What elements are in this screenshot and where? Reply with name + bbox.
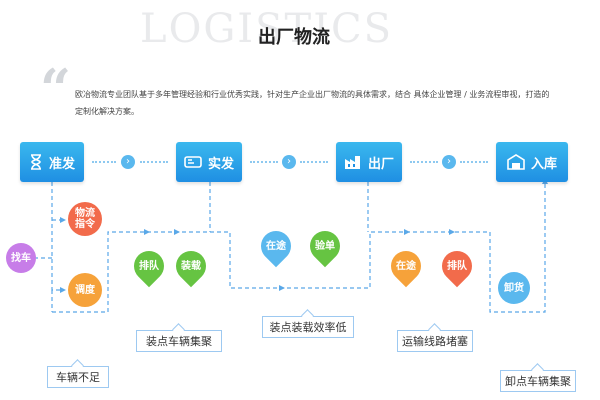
factory-icon (344, 156, 360, 169)
stage-connector (92, 161, 116, 165)
stage-label: 入库 (530, 156, 557, 172)
node-paidui-1: 排队 (127, 244, 171, 288)
node-zhuangzai: 装载 (169, 244, 213, 288)
node-zaitu-1: 在途 (254, 224, 298, 268)
warehouse-icon (507, 154, 525, 170)
node-zhaoche: 找车 (6, 243, 36, 273)
pain-point-cheliang-buzu: 车辆不足 (47, 366, 109, 388)
node-yandan: 验单 (303, 224, 347, 268)
truck-icon (184, 156, 202, 168)
quote-mark-icon: “ (40, 57, 72, 121)
stage-connector (300, 161, 328, 165)
stage-shifa: 实发 (176, 142, 242, 182)
intro-paragraph: 欧冶物流专业团队基于多年管理经验和行业优秀实践，针对生产企业出厂物流的具体需求，… (75, 90, 550, 116)
page-title: 出厂物流 (258, 27, 330, 48)
chevron-right-icon: › (282, 155, 296, 169)
stage-connector (250, 161, 278, 165)
pain-point-xianlu-dusai: 运输线路堵塞 (397, 330, 473, 352)
stage-zhunfa: 准发 (20, 142, 84, 182)
stage-connector (460, 161, 488, 165)
pain-point-xiedian-jiju: 卸点车辆集聚 (500, 370, 576, 392)
stage-label: 准发 (48, 156, 75, 172)
stage-chuchang: 出厂 (336, 142, 402, 182)
node-diaodu: 调度 (68, 273, 102, 307)
pain-point-zhuangzai-xiaolv: 装点装载效率低 (262, 316, 354, 338)
stage-connector (140, 161, 168, 165)
background-watermark: LOGISTICS (140, 6, 393, 52)
hourglass-icon (30, 154, 41, 170)
node-zaitu-2: 在途 (384, 244, 428, 288)
chevron-right-icon: › (121, 155, 135, 169)
stage-label: 实发 (207, 156, 234, 172)
node-xiehuo: 卸货 (498, 272, 530, 304)
node-paidui-2: 排队 (435, 244, 479, 288)
stage-ruku: 入库 (496, 142, 568, 182)
stage-label: 出厂 (367, 156, 394, 172)
node-wuliu-zhiling: 物流指令 (68, 202, 102, 236)
stage-connector (410, 161, 438, 165)
pain-point-zhuangdian-jiju: 装点车辆集聚 (136, 330, 222, 352)
chevron-right-icon: › (442, 155, 456, 169)
